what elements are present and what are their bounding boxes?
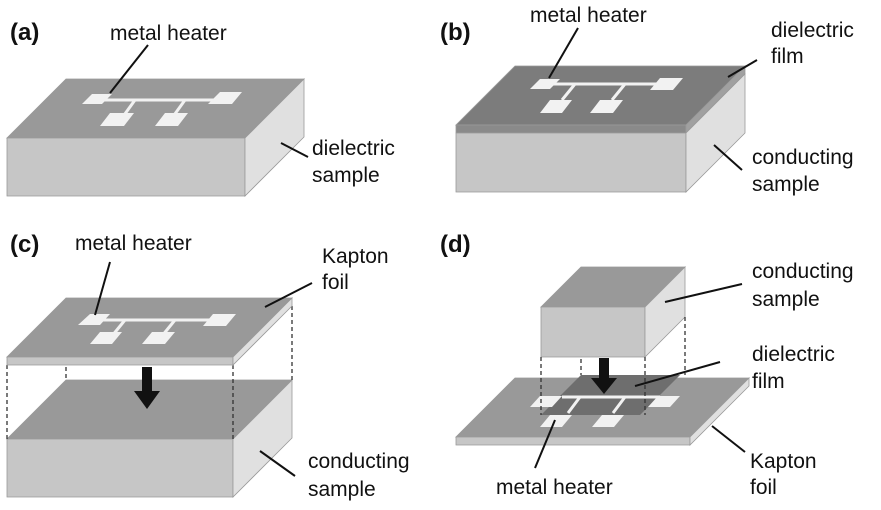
alignment-dashes-d <box>540 317 686 415</box>
label-foil-d: foil <box>750 476 777 499</box>
label-conducting-d: conducting <box>752 260 854 283</box>
leader-dielectric-film-d <box>634 361 721 387</box>
metal-heater-pattern-c <box>78 314 236 344</box>
label-sample-d: sample <box>752 288 820 311</box>
label-kapton-c: Kapton <box>322 245 389 268</box>
leader-kapton-foil-d <box>711 425 746 453</box>
label-sample-b: sample <box>752 173 820 196</box>
panel-d: (d) <box>440 231 854 499</box>
leader-conducting-sample-b <box>713 144 743 171</box>
kapton-foil-c <box>6 297 293 366</box>
conducting-sample-block-c <box>6 379 293 498</box>
leader-conducting-sample-d <box>664 283 743 303</box>
label-film-d: film <box>752 370 785 393</box>
alignment-dashes-c <box>6 306 293 439</box>
label-conducting-b: conducting <box>752 146 854 169</box>
leader-kapton-foil-c <box>264 282 313 308</box>
label-dielectric-a: dielectric <box>312 137 395 160</box>
conducting-sample-block-b <box>455 65 746 193</box>
label-metal-heater-b: metal heater <box>530 4 647 27</box>
label-film-b: film <box>771 45 804 68</box>
panel-label-a: (a) <box>10 19 39 46</box>
label-dielectric-d: dielectric <box>752 343 835 366</box>
dielectric-sample-block <box>6 78 305 197</box>
panel-c: (c) <box>6 231 410 501</box>
conducting-sample-block-d <box>540 266 686 358</box>
panel-b: (b) metal heater dielectric film conduct… <box>440 4 854 196</box>
leader-metal-heater-b <box>548 27 579 79</box>
label-metal-heater-c: metal heater <box>75 232 192 255</box>
label-metal-heater-a: metal heater <box>110 22 227 45</box>
leader-dielectric-sample-a <box>280 142 309 158</box>
down-arrow-d <box>591 358 617 394</box>
label-kapton-d: Kapton <box>750 450 817 473</box>
leader-conducting-sample-c <box>259 450 296 477</box>
panel-a: (a) metal heater dielectric sample <box>6 19 395 197</box>
label-metal-heater-d: metal heater <box>496 476 613 499</box>
metal-heater-pattern-d <box>530 395 680 427</box>
metal-heater-pattern-b <box>530 78 683 113</box>
panel-label-b: (b) <box>440 19 471 46</box>
leader-metal-heater-a <box>109 44 149 94</box>
leader-dielectric-film-b <box>727 59 758 78</box>
down-arrow-c <box>134 367 160 409</box>
label-sample-c: sample <box>308 478 376 501</box>
label-foil-c: foil <box>322 271 349 294</box>
leader-metal-heater-d <box>534 419 556 469</box>
label-sample-a: sample <box>312 164 380 187</box>
panel-label-c: (c) <box>10 231 39 258</box>
panel-label-d: (d) <box>440 231 471 258</box>
metal-heater-pattern <box>82 92 242 126</box>
label-conducting-c: conducting <box>308 450 410 473</box>
label-dielectric-b: dielectric <box>771 19 854 42</box>
leader-metal-heater-c <box>94 261 111 316</box>
